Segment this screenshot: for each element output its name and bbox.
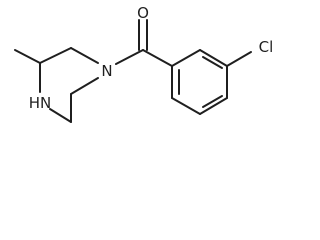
bond-ar-inner-3: [202, 56, 223, 69]
bond-ar-5: [199, 49, 228, 67]
bond-n1-c6: [70, 77, 99, 95]
carbonyl-linkage: [115, 19, 173, 67]
bond-ar-6: [171, 49, 201, 67]
amine-nh-label: HN: [29, 94, 52, 112]
bond-aryl-chlorine: [226, 51, 252, 67]
bond-c2-n1: [70, 47, 99, 64]
chlorophenyl-ring: [171, 49, 252, 115]
chlorine-label: Cl: [259, 38, 274, 56]
piperazine-ring: [14, 47, 99, 123]
bond-n1-carbonyl: [115, 49, 144, 65]
bond-c5-n4: [49, 108, 72, 123]
chemical-structure: O Cl N HN: [14, 4, 274, 123]
bond-c3-c2: [39, 47, 72, 64]
oxygen-label: O: [137, 4, 149, 22]
bond-ar-inner-2: [202, 95, 223, 108]
bond-ar-3: [199, 97, 228, 115]
ring-nitrogen-label: N: [101, 62, 112, 80]
bond-ar-2: [171, 97, 201, 115]
bond-carbonyl-aryl: [142, 49, 173, 67]
bond-c3-methyl: [14, 49, 41, 64]
